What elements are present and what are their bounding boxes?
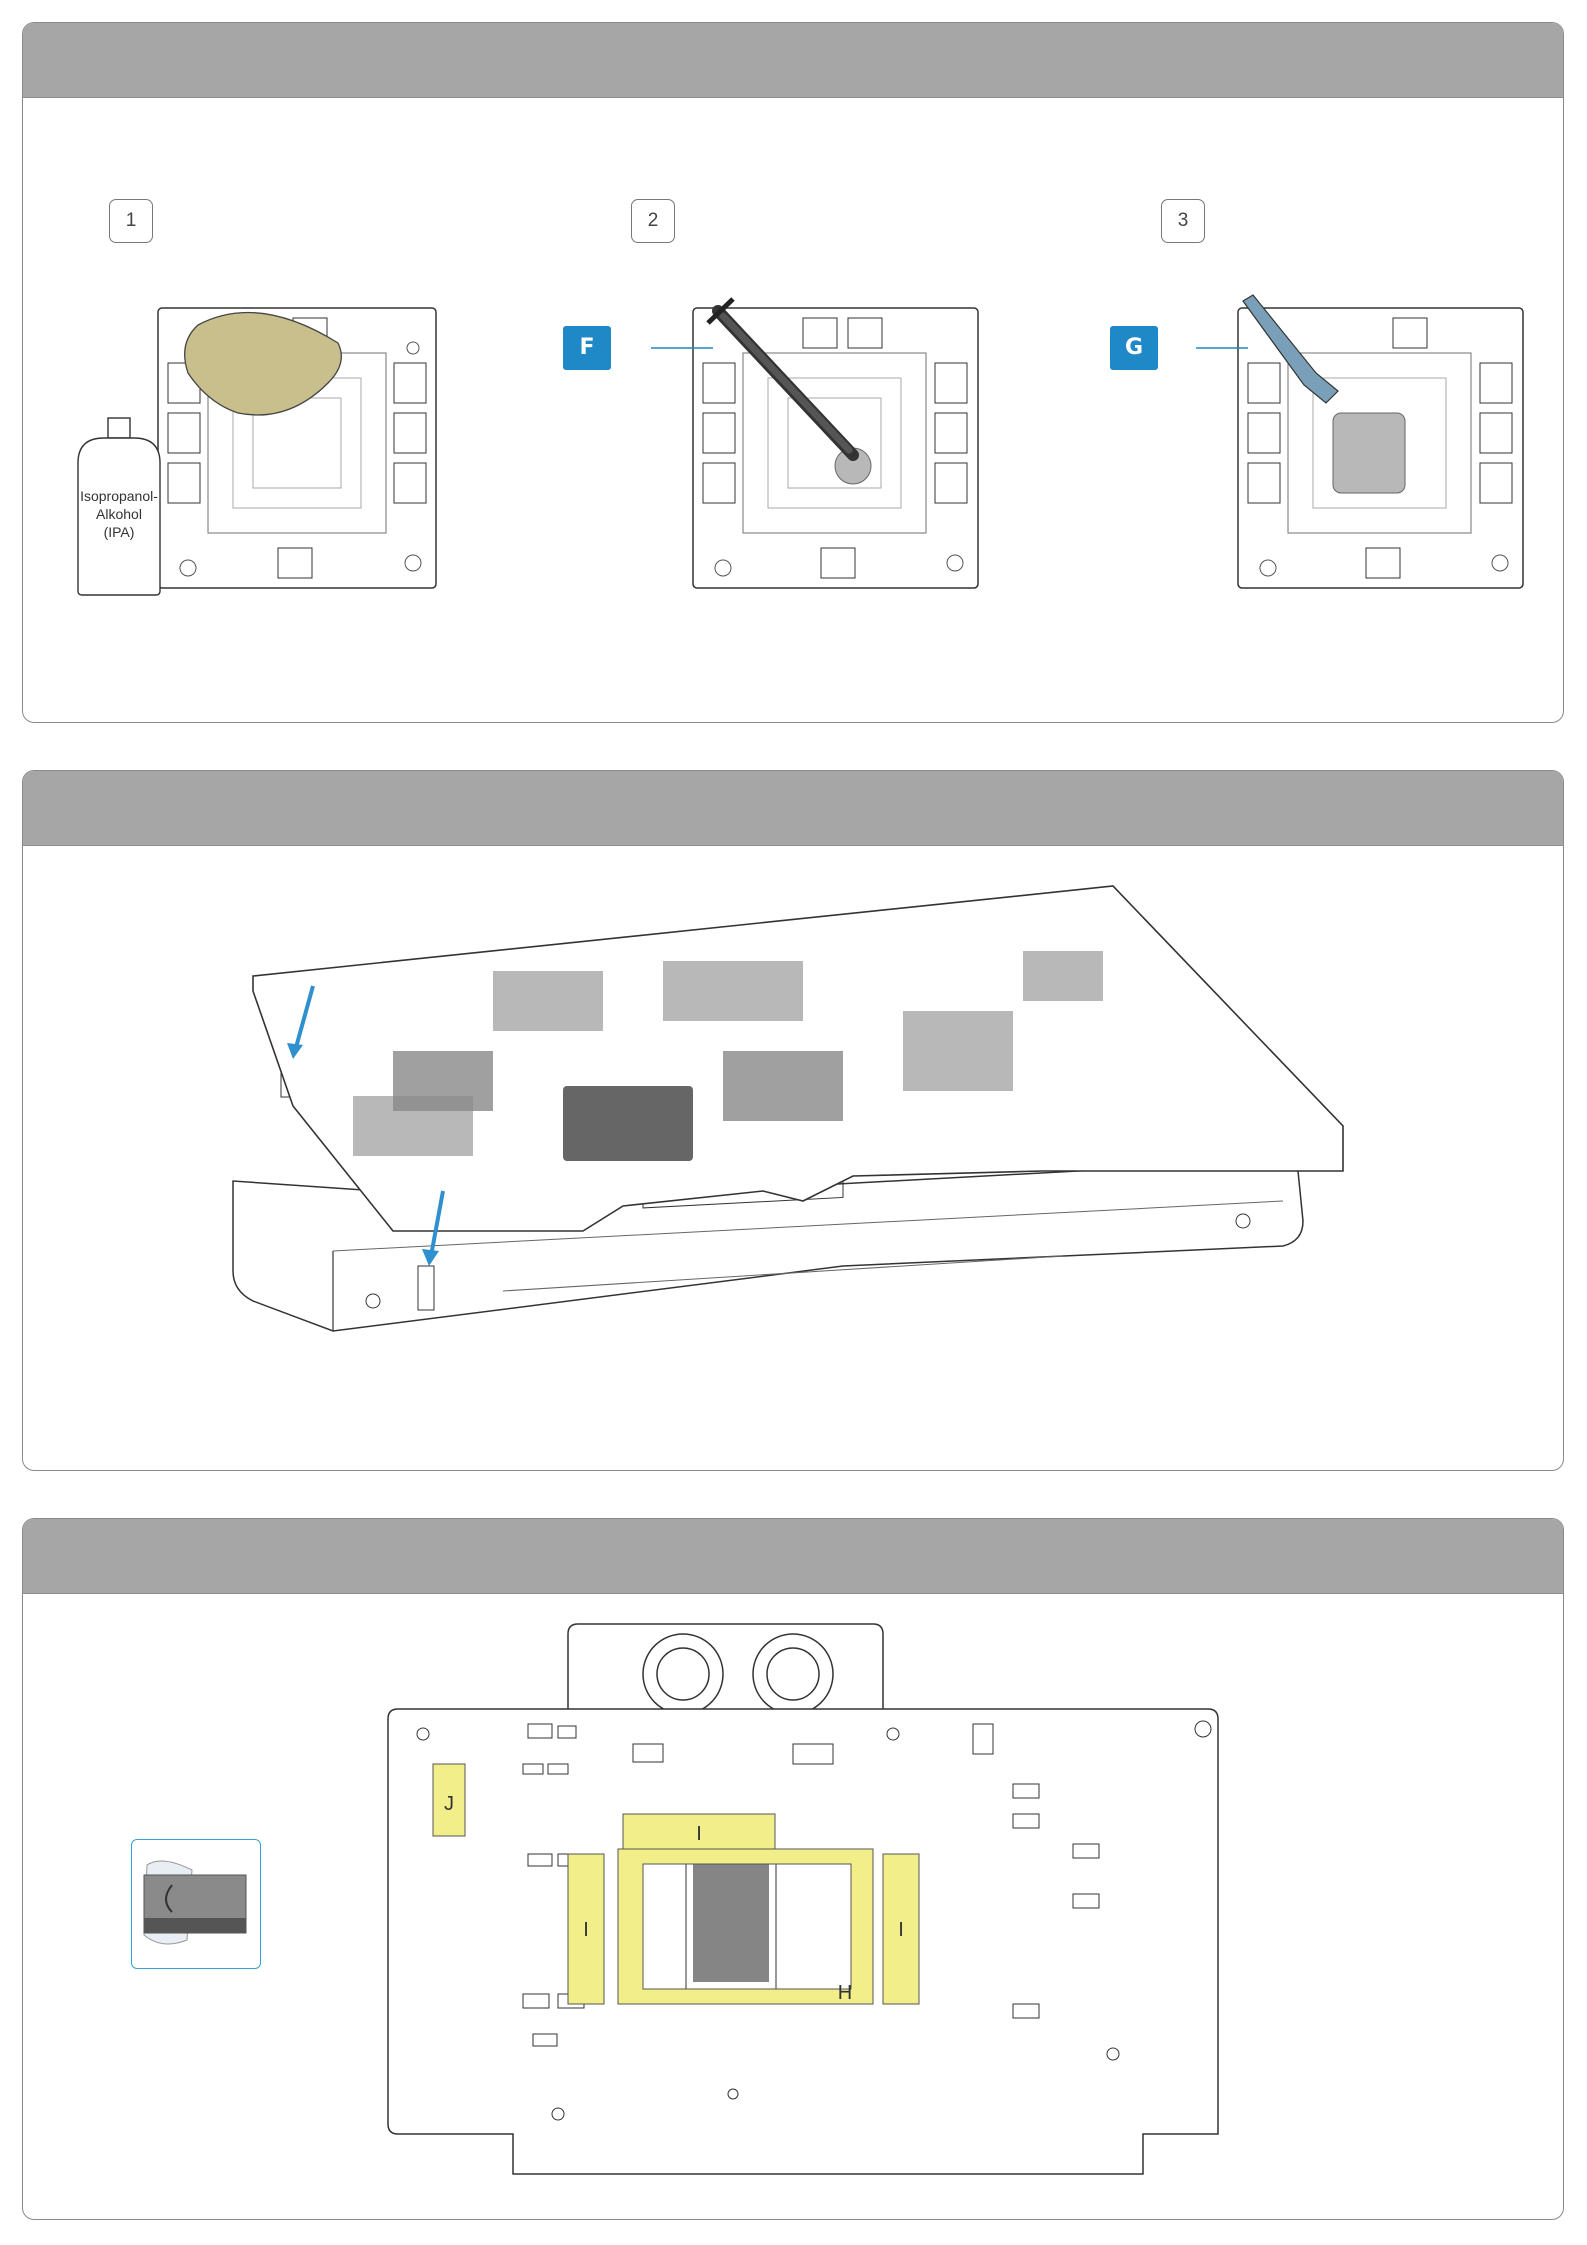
panel-title (23, 23, 1563, 47)
svg-text:I: I (696, 1823, 702, 1845)
panel-title (23, 1519, 1563, 1543)
tool-label-g: G (1110, 326, 1158, 370)
water-block-terminal (568, 1624, 883, 1714)
thermal-pad-j: J (433, 1764, 465, 1836)
tool-label-f: F (563, 326, 611, 370)
svg-text:I: I (898, 1919, 904, 1941)
gpu-pcb-board (388, 1709, 1218, 2174)
standoff (418, 1266, 434, 1310)
gpu-die (686, 1854, 776, 1989)
isopropanol-bottle-icon: Isopropanol- Alkohol (IPA) (78, 418, 160, 595)
step-panel-mount-board (22, 770, 1564, 1471)
bottle-label-line: Alkohol (96, 506, 142, 522)
panel-header (23, 771, 1563, 846)
panel-title (23, 771, 1563, 795)
panel-header (23, 23, 1563, 98)
panel-header (23, 1519, 1563, 1594)
thermal-pad-i-left: I (568, 1854, 604, 2004)
gpu-board-module (693, 308, 978, 588)
step-panel-thermal-pads: J I I I H (22, 1518, 1564, 2220)
svg-text:J: J (444, 1793, 454, 1815)
bottle-label-line: (IPA) (104, 524, 135, 540)
svg-text:H: H (838, 1982, 852, 2004)
svg-text:I: I (583, 1919, 589, 1941)
step-panel-clean-and-apply-paste: 1 2 3 Isopropanol- Alkohol (IP (22, 22, 1564, 723)
step-number-badge: 2 (631, 199, 675, 243)
step-number-badge: 3 (1161, 199, 1205, 243)
spread-paste-illustration (1108, 273, 1564, 613)
thermal-pad-i-top: I (623, 1814, 775, 1850)
bottle-label-line: Isopropanol- (80, 488, 158, 504)
mount-board-illustration (203, 871, 1383, 1431)
spread-paste-area (1333, 413, 1405, 493)
thermal-pad-placement-diagram: J I I I H (373, 1614, 1243, 2194)
clean-gpu-illustration: Isopropanol- Alkohol (IPA) (48, 273, 468, 613)
thermal-pad-i-right: I (883, 1854, 919, 2004)
step-number-badge: 1 (109, 199, 153, 243)
thermal-pad-icon (131, 1839, 261, 1969)
apply-paste-illustration (563, 273, 1023, 613)
